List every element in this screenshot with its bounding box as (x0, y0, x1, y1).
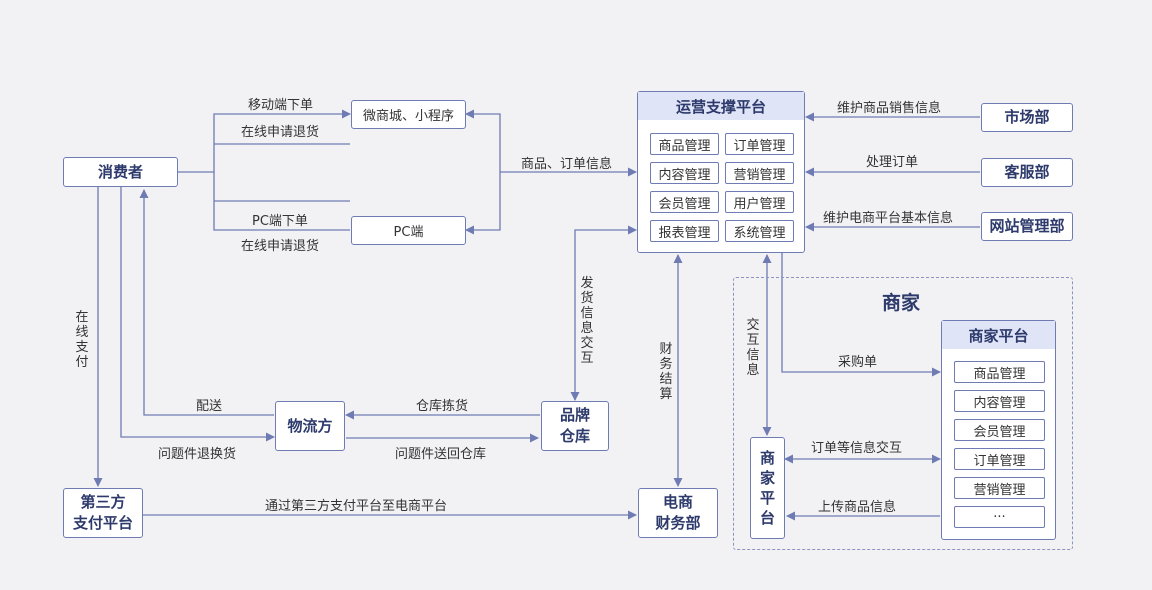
consumer-node[interactable]: 消费者 (63, 157, 178, 187)
label-mobile-return: 在线申请退货 (241, 125, 320, 140)
edge-consumer-problem (120, 187, 275, 442)
third-pay-label-line1: 第三方 (80, 493, 126, 511)
service-dept-node[interactable]: 客服部 (981, 158, 1073, 187)
finance-node[interactable]: 电商 财务部 (638, 488, 718, 538)
ops-module-goods[interactable]: 商品管理 (650, 133, 719, 155)
wechat-mall-node[interactable]: 微商城、小程序 (351, 100, 466, 129)
label-finance-settle: 财务结算 (659, 342, 673, 402)
pc-end-node[interactable]: PC端 (351, 216, 466, 245)
finance-label-line2: 财务部 (655, 514, 701, 532)
merchant-module-orders[interactable]: 订单管理 (954, 448, 1045, 470)
ops-module-system[interactable]: 系统管理 (725, 220, 794, 242)
label-pc-return: 在线申请退货 (241, 239, 320, 254)
service-dept-label: 客服部 (1004, 163, 1050, 181)
merchant-module-marketing[interactable]: 营销管理 (954, 477, 1045, 499)
merchant-platform-title: 商家平台 (942, 321, 1055, 349)
label-upload-goods: 上传商品信息 (818, 500, 897, 515)
label-problem-back: 问题件送回仓库 (395, 447, 487, 462)
ops-platform[interactable]: 运营支撑平台 商品管理 订单管理 内容管理 营销管理 会员管理 用户管理 报表管… (637, 91, 805, 253)
label-pc-order: PC端下单 (252, 214, 308, 229)
third-pay-label-line2: 支付平台 (72, 514, 133, 532)
wechat-mall-label: 微商城、小程序 (362, 109, 454, 124)
warehouse-node[interactable]: 品牌 仓库 (541, 401, 609, 451)
market-dept-node[interactable]: 市场部 (981, 103, 1073, 132)
ops-platform-title: 运营支撑平台 (638, 92, 804, 120)
logistics-node[interactable]: 物流方 (275, 401, 345, 451)
merchant-platform-node[interactable]: 商家平台 (750, 437, 785, 539)
label-problem-return: 问题件退换货 (158, 447, 237, 462)
webadmin-dept-node[interactable]: 网站管理部 (981, 212, 1073, 241)
label-ship-info: 发货信息交互 (580, 276, 594, 366)
label-warehouse-pick: 仓库拣货 (416, 399, 469, 414)
label-interact-info: 交互信息 (746, 318, 760, 378)
consumer-label: 消费者 (97, 162, 143, 181)
warehouse-label-line2: 仓库 (559, 427, 590, 445)
ops-module-members[interactable]: 会员管理 (650, 191, 719, 213)
warehouse-label-line1: 品牌 (559, 406, 590, 424)
merchant-group-title: 商家 (882, 292, 921, 314)
label-delivery: 配送 (196, 399, 223, 414)
edge-logistics-consumer (139, 189, 274, 416)
edge-purchase-order (781, 253, 941, 377)
label-order-interact: 订单等信息交互 (811, 441, 903, 456)
label-handle-orders: 处理订单 (866, 155, 919, 170)
label-purchase-order: 采购单 (838, 355, 878, 370)
edge-channels-ops (465, 109, 501, 235)
ops-module-marketing[interactable]: 营销管理 (725, 162, 794, 184)
webadmin-dept-label: 网站管理部 (989, 217, 1065, 235)
third-pay-node[interactable]: 第三方 支付平台 (63, 488, 143, 538)
ops-module-reports[interactable]: 报表管理 (650, 220, 719, 242)
label-maintain-basic: 维护电商平台基本信息 (823, 211, 954, 226)
logistics-label: 物流方 (287, 416, 333, 435)
merchant-group (733, 277, 1073, 550)
edge-warehouse-ops (570, 225, 637, 401)
label-third-to-finance: 通过第三方支付平台至电商平台 (265, 499, 448, 514)
merchant-module-members[interactable]: 会员管理 (954, 419, 1045, 441)
label-goods-order-info: 商品、订单信息 (521, 157, 613, 172)
merchant-module-more[interactable]: ··· (954, 506, 1045, 528)
label-mobile-order: 移动端下单 (248, 98, 314, 113)
edge-consumer-branch (178, 109, 351, 173)
label-maintain-sales: 维护商品销售信息 (837, 101, 942, 116)
ops-module-orders[interactable]: 订单管理 (725, 133, 794, 155)
edge-consumer-pc (213, 172, 350, 231)
market-dept-label: 市场部 (1004, 108, 1050, 126)
label-online-pay: 在线支付 (75, 310, 89, 370)
ops-module-content[interactable]: 内容管理 (650, 162, 719, 184)
merchant-platform[interactable]: 商家平台 商品管理 内容管理 会员管理 订单管理 营销管理 ··· (941, 320, 1056, 540)
pc-end-label: PC端 (393, 225, 424, 240)
finance-label-line1: 电商 (662, 493, 693, 511)
ops-module-users[interactable]: 用户管理 (725, 191, 794, 213)
merchant-module-goods[interactable]: 商品管理 (954, 361, 1045, 383)
merchant-module-content[interactable]: 内容管理 (954, 390, 1045, 412)
merchant-platform-node-label: 商家平台 (759, 449, 775, 527)
